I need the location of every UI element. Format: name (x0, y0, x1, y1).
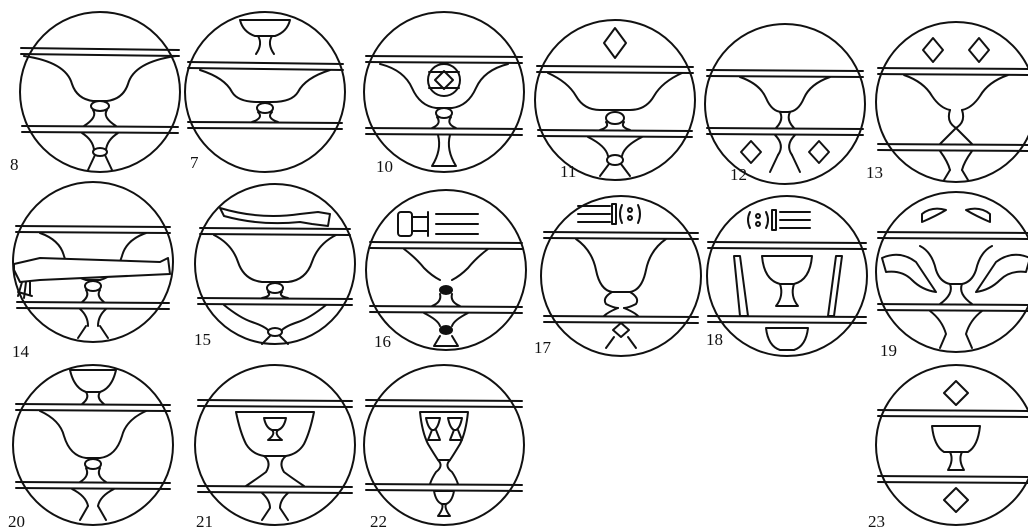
figure-18: 18 (706, 196, 867, 356)
figure-label: 7 (190, 153, 199, 172)
figure-label: 11 (560, 162, 576, 181)
figure-17: 17 (534, 196, 701, 357)
figure-13: 13 (866, 22, 1028, 182)
figure-label: 19 (880, 341, 897, 360)
figure-7: 7 (185, 12, 345, 172)
figure-label: 10 (376, 157, 393, 176)
figure-10: 10 (364, 12, 524, 176)
figure-16: 16 (366, 190, 526, 351)
figure-label: 14 (12, 342, 30, 361)
figure-label: 23 (868, 512, 885, 530)
figure-label: 22 (370, 512, 387, 530)
figure-22: 22 (364, 365, 524, 530)
figure-14: 14 (12, 182, 173, 361)
figure-23: 23 (868, 365, 1028, 530)
figure-label: 8 (10, 155, 19, 174)
figure-15: 15 (194, 184, 355, 349)
figure-label: 13 (866, 163, 883, 182)
figure-21: 21 (195, 365, 355, 530)
figure-label: 20 (8, 512, 25, 530)
figure-label: 18 (706, 330, 723, 349)
figure-19: 19 (876, 192, 1028, 360)
figure-20: 20 (8, 365, 173, 530)
figure-12: 12 (705, 24, 865, 184)
figure-label: 15 (194, 330, 211, 349)
figure-8: 8 (10, 12, 180, 174)
figure-11: 11 (535, 20, 695, 181)
figure-label: 12 (730, 165, 747, 184)
figure-label: 16 (374, 332, 391, 351)
figure-label: 17 (534, 338, 552, 357)
figure-label: 21 (196, 512, 213, 530)
